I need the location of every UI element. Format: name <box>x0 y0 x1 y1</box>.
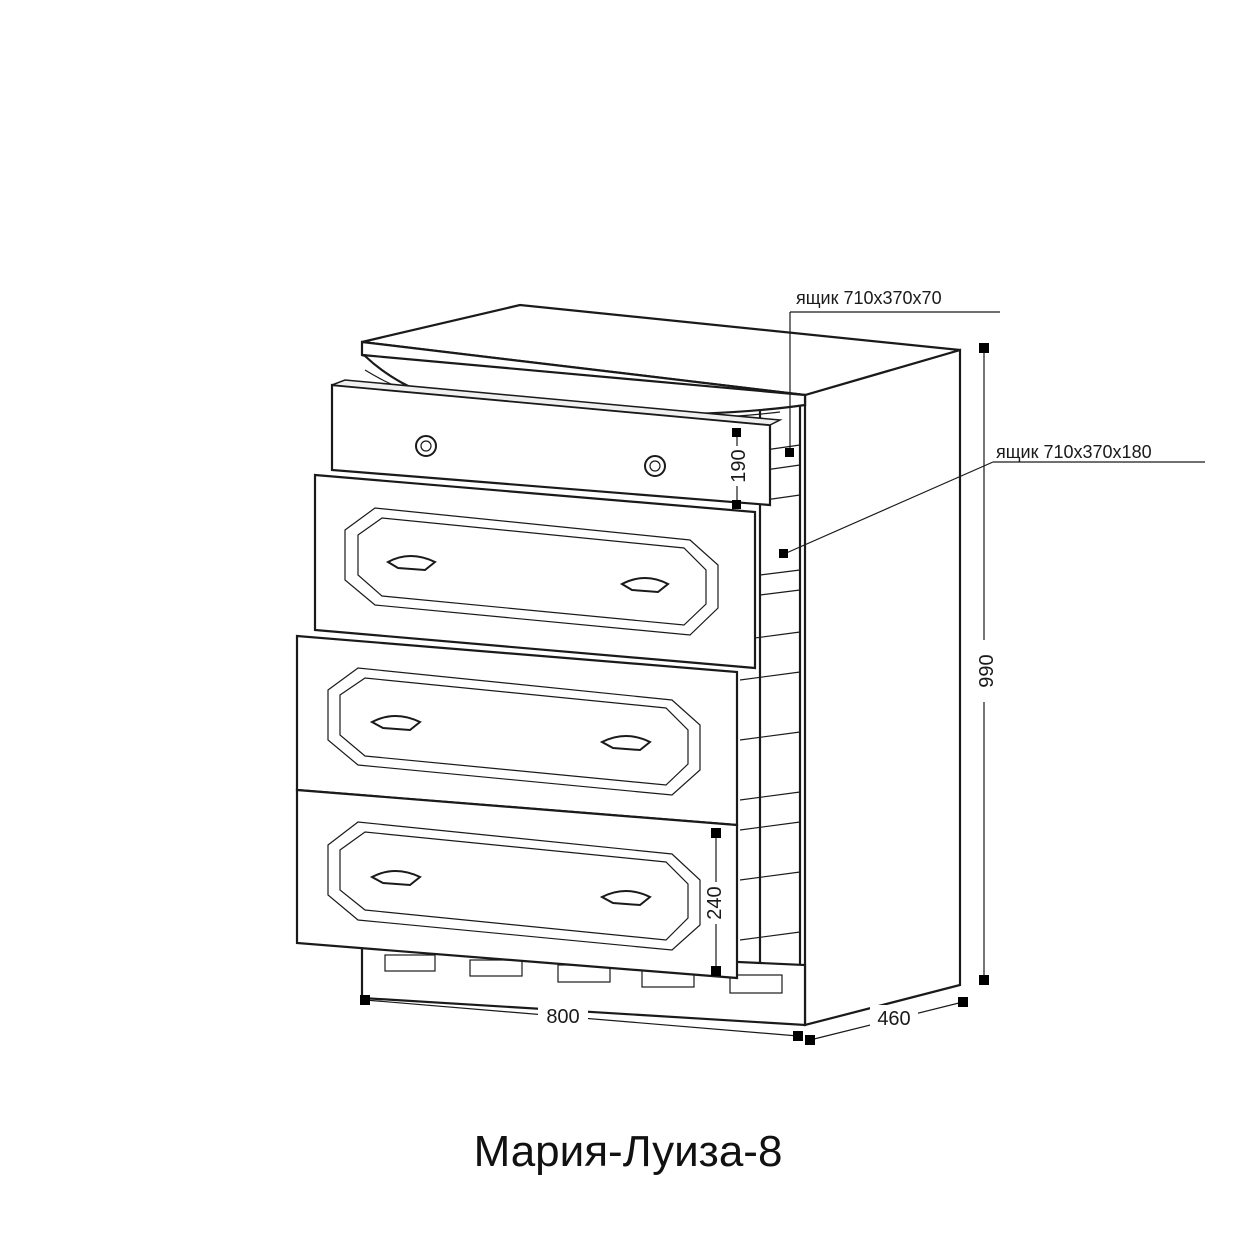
carcass-side-panel <box>803 348 962 1027</box>
knob-icon <box>644 455 666 477</box>
other-drawers-callout: ящик 710x370x180 <box>779 442 1205 558</box>
cup-handle-icon <box>619 577 670 594</box>
big-drawer-height-value: 240 <box>704 886 726 919</box>
top-drawer-callout-text: ящик 710x370x70 <box>796 288 942 308</box>
drawer-2 <box>313 473 757 670</box>
cup-handle-icon <box>599 890 652 907</box>
height-dimension: 990 <box>970 343 1000 985</box>
depth-value: 460 <box>877 1008 910 1030</box>
cup-handle-icon <box>385 555 437 572</box>
cup-handle-icon <box>599 735 652 752</box>
product-title: Мария-Луиза-8 <box>474 1127 783 1176</box>
width-dimension: 800 <box>360 995 803 1041</box>
height-value: 990 <box>976 654 998 687</box>
small-drawer-height-value: 190 <box>728 449 750 482</box>
top-drawer-callout: ящик 710x370x70 <box>785 288 1000 457</box>
drawer-4 <box>295 788 739 980</box>
depth-dimension: 460 <box>805 997 968 1045</box>
small-drawer-height-dimension: 190 <box>726 428 750 509</box>
cup-handle-icon <box>369 715 422 732</box>
cup-handle-icon <box>369 870 422 887</box>
knob-icon <box>415 435 437 457</box>
width-value: 800 <box>546 1006 579 1028</box>
other-drawers-callout-text: ящик 710x370x180 <box>996 442 1152 462</box>
big-drawer-height-dimension: 240 <box>703 828 729 976</box>
top-drawer <box>330 379 783 507</box>
